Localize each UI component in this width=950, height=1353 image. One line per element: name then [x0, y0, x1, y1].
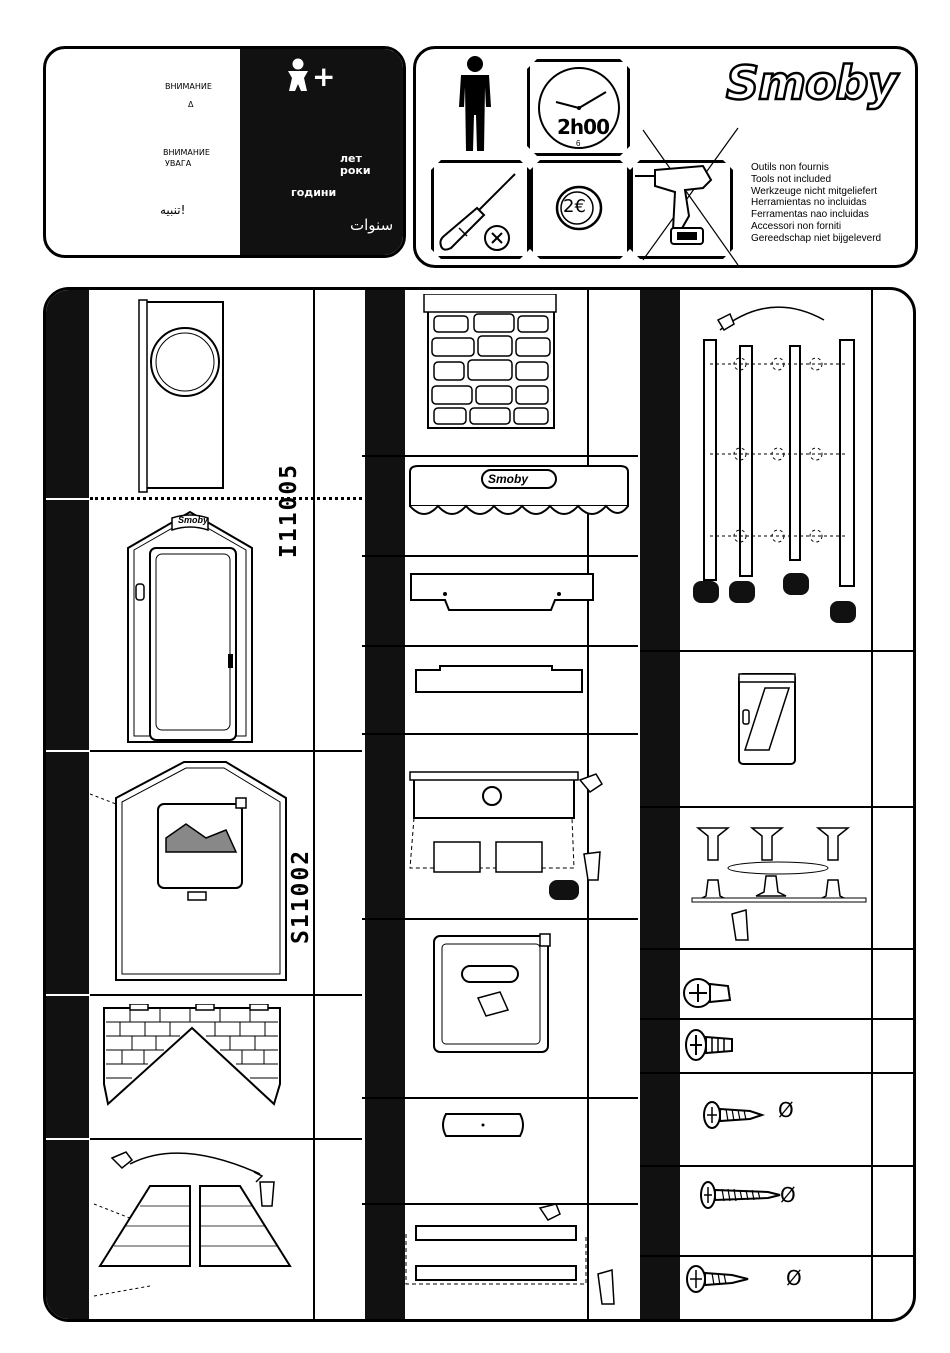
column-2-numbers [365, 290, 405, 1322]
part-count-badge-5 [830, 601, 856, 623]
col1-dotted-sep [90, 497, 362, 500]
col1-sep-3 [46, 994, 90, 996]
age-ua-years: роки [340, 164, 371, 177]
col1-sep-2 [46, 750, 90, 752]
part-roof-halves [90, 1146, 314, 1318]
smoby-logo-text: Smoby [726, 56, 897, 110]
warning-ru-title-2: ВНИМАНИЕ [163, 148, 210, 157]
tools-it: Accessori non forniti [751, 221, 881, 233]
part-rail-assembly [400, 1204, 632, 1316]
part-count-badge-2 [693, 581, 719, 603]
col3-sep-1 [640, 650, 915, 652]
power-drill-icon [633, 120, 743, 268]
part-window-ledge [405, 566, 599, 618]
assembly-time-label: 2h00 [557, 115, 609, 139]
col2-sep-3 [362, 645, 638, 647]
col3-sep-7 [640, 1255, 915, 1257]
col2-sep-2 [362, 555, 638, 557]
col1-sep-3b [90, 994, 362, 996]
col2-sep-4 [362, 733, 638, 735]
column-1-numbers [46, 290, 89, 1322]
part-push-rivet [682, 974, 734, 1012]
part-rivets [688, 820, 872, 944]
clock-six-label: 6 [576, 139, 580, 148]
diameter-symbol-1: Ø [778, 1098, 794, 1122]
col1-sep-1 [46, 498, 90, 500]
part-flat-bar [412, 664, 588, 698]
part-bolt [682, 1027, 738, 1063]
col3-qty-divider [871, 290, 873, 1320]
col3-sep-6 [640, 1165, 915, 1167]
col2-sep-1 [362, 455, 638, 457]
part-screw-3 [684, 1262, 754, 1296]
part-mailbox-door [428, 930, 554, 1058]
part-brick-gable [100, 1004, 284, 1112]
tools-pt: Ferramentas nao incluidas [751, 209, 881, 221]
part-count-badge-3 [729, 581, 755, 603]
adult-person-icon [455, 55, 495, 153]
part-back-wall [86, 758, 312, 984]
col1-sep-2b [90, 750, 362, 752]
part-sink-with-brackets [404, 768, 610, 914]
age-plus-sign: + [312, 60, 335, 93]
awning-logo-text: Smoby [488, 472, 528, 486]
warning-ru-title: ВНИМАНИЕ [165, 82, 212, 91]
age-ar-years: سنوات [350, 216, 393, 234]
coin-label: 2€ [563, 196, 586, 217]
part-corner-posts [700, 300, 868, 590]
part-screw-1 [700, 1098, 766, 1132]
tools-nl: Gereedschap niet bijgeleverd [751, 233, 881, 245]
tools-not-included-list: Outils non fournis Tools not included We… [751, 162, 881, 245]
part-count-badge-4 [783, 573, 809, 595]
ref-code-1: I11005 [276, 463, 302, 558]
col3-sep-3 [640, 948, 915, 950]
col1-sep-4b [90, 1138, 362, 1140]
part-count-badge-1 [549, 880, 579, 900]
part-door-front [124, 508, 258, 746]
warning-ua-title: УВАГА [165, 159, 191, 168]
part-screw-2 [698, 1178, 784, 1212]
part-window-panel [135, 296, 231, 496]
tools-es: Herramientas no incluidas [751, 197, 881, 209]
screwdriver-icon [437, 168, 525, 254]
part-stone-panel [422, 294, 558, 432]
col2-sep-5 [362, 918, 638, 920]
part-hinge-plate [735, 670, 799, 768]
tools-fr: Outils non fournis [751, 162, 881, 174]
warning-ar-title: تنبيه! [160, 203, 185, 217]
part-oval-handle [438, 1110, 528, 1140]
tools-en: Tools not included [751, 174, 881, 186]
col1-sep-4 [46, 1138, 90, 1140]
door-logo-text: Smoby [178, 515, 208, 525]
diameter-symbol-2: Ø [780, 1183, 796, 1207]
age-bg-years: години [291, 186, 336, 199]
warning-delta: Δ [188, 100, 193, 109]
col3-sep-5 [640, 1072, 915, 1074]
col3-sep-2 [640, 806, 915, 808]
diameter-symbol-3: Ø [786, 1266, 802, 1290]
col2-sep-6 [362, 1097, 638, 1099]
col3-sep-4 [640, 1018, 915, 1020]
tools-de: Werkzeuge nicht mitgeliefert [751, 186, 881, 198]
